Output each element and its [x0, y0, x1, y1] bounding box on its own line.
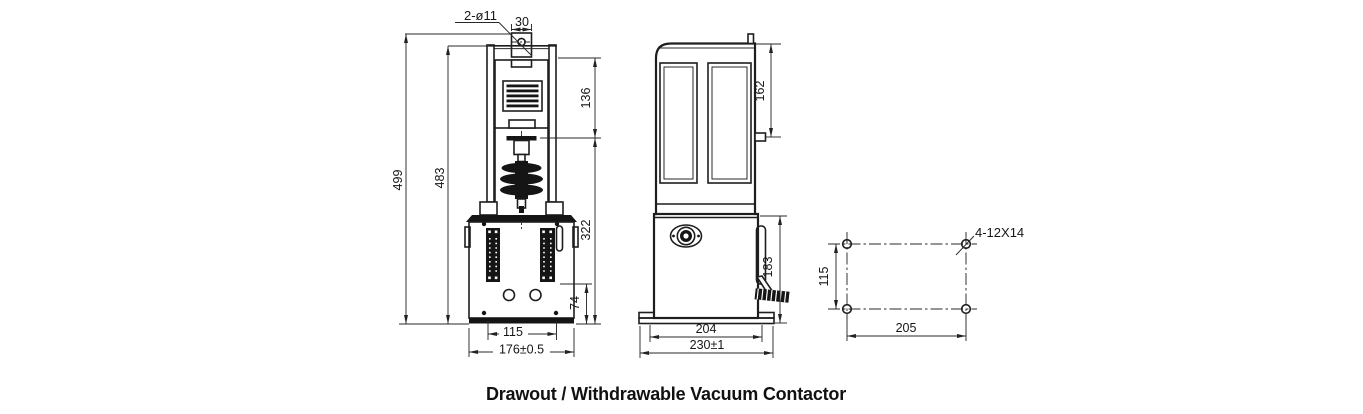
louver-vent [502, 80, 543, 112]
front-view: 2-ø11 30 499 483 136 322 [391, 8, 601, 357]
dim-vertical-spacing: 115 [817, 266, 831, 286]
dim-base-width: 176±0.5 [499, 343, 544, 357]
side-panel-right [707, 62, 752, 184]
callout-top-holes: 2-ø11 [464, 8, 497, 23]
dim-hole-spacing: 115 [503, 325, 523, 339]
dim-tab-width: 30 [515, 15, 529, 29]
terminal-strip-left [486, 228, 500, 282]
side-lug [754, 132, 767, 142]
terminal-strip-right [540, 228, 555, 282]
base-hole-left [502, 288, 516, 302]
insulator [500, 131, 543, 229]
dim-body-height: 483 [433, 168, 447, 189]
dim-terminal-to-base: 74 [568, 296, 582, 310]
front-body-outline [479, 32, 564, 216]
callout-mount-holes: 4-12X14 [975, 225, 1024, 240]
dim-box-depth: 204 [696, 322, 717, 336]
pedal [754, 288, 790, 303]
caption: Drawout / Withdrawable Vacuum Contactor [486, 384, 846, 404]
dim-horizontal-spacing: 205 [896, 321, 917, 335]
top-tab-side [747, 33, 755, 45]
dim-overall-height: 499 [391, 170, 405, 191]
mount-hole-top-left [841, 238, 853, 250]
base-hole-right [529, 288, 542, 302]
base-box [464, 215, 579, 324]
side-panel-left [659, 62, 698, 184]
mounting-dimensions: 115 205 4-12X14 [817, 225, 1024, 341]
side-view: 162 183 204 230±1 [638, 33, 790, 358]
drive-emblem [669, 224, 703, 248]
dim-lower-section-height: 322 [579, 220, 593, 241]
side-slot [555, 225, 564, 252]
dim-vent-section-height: 136 [579, 88, 593, 109]
dim-box-height: 183 [761, 257, 775, 278]
side-body-outline [638, 33, 775, 325]
dim-base-depth: 230±1 [690, 338, 725, 352]
dim-upper-section-height: 162 [753, 81, 767, 102]
front-dimensions: 2-ø11 30 499 483 136 322 [391, 8, 601, 357]
mount-hole-top-right [960, 238, 972, 250]
mounting-plan: 115 205 4-12X14 [817, 225, 1024, 341]
side-dimensions: 162 183 204 230±1 [639, 43, 787, 358]
